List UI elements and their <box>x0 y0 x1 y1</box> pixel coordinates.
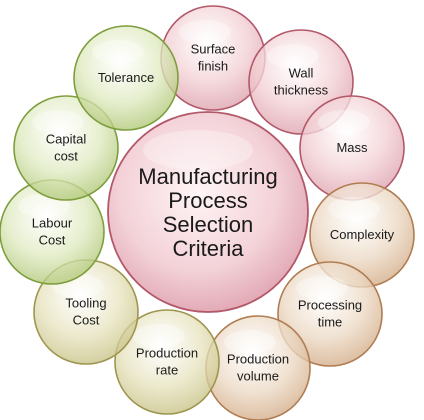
capital-cost-label-line: Capital <box>46 132 87 147</box>
center-node <box>107 111 309 313</box>
labour-cost-label-line: Cost <box>39 233 66 248</box>
labour-cost-node <box>0 179 105 285</box>
mass-gloss <box>318 110 370 134</box>
processing-time-label-line: Processing <box>298 298 362 313</box>
tooling-cost-label-line: Cost <box>73 313 100 328</box>
labour-cost-label-line: Labour <box>32 216 73 231</box>
surface-finish-gloss <box>179 20 231 44</box>
tolerance-label-line: Tolerance <box>98 70 154 85</box>
center-gloss <box>143 130 253 170</box>
tooling-cost-label-line: Tooling <box>65 296 106 311</box>
complexity-label-line: Complexity <box>330 227 395 242</box>
processing-time-gloss <box>296 276 348 300</box>
tolerance-gloss <box>92 40 144 64</box>
surface-finish-label-line: finish <box>198 59 228 74</box>
production-volume-node <box>205 315 311 420</box>
center-title-line: Manufacturing <box>138 164 277 189</box>
center-circle <box>107 111 309 313</box>
production-rate-label-line: rate <box>156 363 178 378</box>
capital-cost-circle <box>13 95 119 201</box>
capital-cost-gloss <box>32 110 84 134</box>
tolerance-node <box>73 25 179 131</box>
capital-cost-node <box>13 95 119 201</box>
outer-labels-layer: Surface finish Wall thicknessMassComplexity… <box>32 42 395 384</box>
production-rate-circle <box>114 309 220 415</box>
complexity-gloss <box>328 197 380 221</box>
wall-thickness-label-line: Wall <box>289 66 314 81</box>
production-rate-gloss <box>133 324 185 348</box>
mass-node <box>299 95 405 201</box>
processing-time-node <box>277 261 383 367</box>
capital-cost-label-line: cost <box>54 149 78 164</box>
center-title-line: Criteria <box>173 236 245 261</box>
mass-label-line: Mass <box>336 140 368 155</box>
production-rate-node <box>114 309 220 415</box>
production-volume-label-line: volume <box>237 369 279 384</box>
processing-time-circle <box>277 261 383 367</box>
surface-finish-label-line: Surface <box>191 42 236 57</box>
wall-thickness-gloss <box>267 44 319 68</box>
tolerance-circle <box>73 25 179 131</box>
wall-thickness-label-line: thickness <box>274 83 329 98</box>
production-volume-label-line: Production <box>227 352 289 367</box>
center-title-line: Process <box>168 188 247 213</box>
center-title-line: Selection <box>163 212 254 237</box>
production-volume-gloss <box>224 330 276 354</box>
complexity-node <box>309 182 415 288</box>
production-rate-label-line: Production <box>136 346 198 361</box>
outer-circles-layer <box>0 5 415 420</box>
processing-time-label-line: time <box>318 315 343 330</box>
